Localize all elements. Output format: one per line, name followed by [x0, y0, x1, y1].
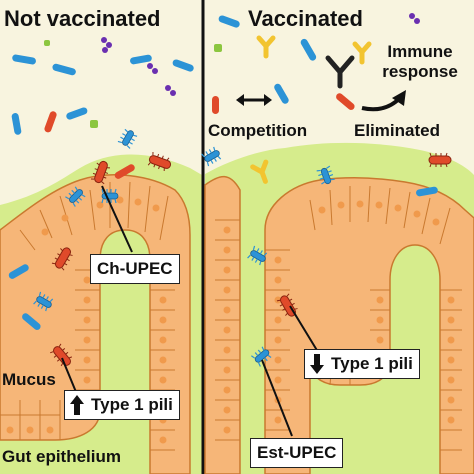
mucus-label: Mucus: [2, 370, 56, 389]
gut-epithelium-label: Gut epithelium: [2, 447, 121, 466]
type1-pili-box-right: Type 1 pili: [304, 349, 420, 379]
eliminated-label: Eliminated: [354, 121, 440, 140]
competition-label: Competition: [208, 121, 308, 140]
ch-upec-label: Ch-UPEC: [90, 254, 180, 284]
immune-response-label: Immune response: [382, 42, 458, 81]
left-bacteria-field: [8, 37, 194, 370]
ch-upec-pointer: [101, 185, 133, 253]
right-epithelium: [204, 175, 474, 474]
left-panel-title: Not vaccinated: [4, 6, 161, 31]
right-panel-title: Vaccinated: [248, 6, 363, 31]
pili-pointer-right: [289, 305, 319, 353]
est-upec-pointer: [261, 359, 293, 437]
down-arrow-icon: [310, 354, 324, 374]
pili-pointer-left: [61, 357, 77, 393]
est-upec-label: Est-UPEC: [250, 438, 344, 468]
right-bacteria-field: [200, 13, 452, 368]
immune-antibody-icon: [325, 55, 355, 89]
up-arrow-icon: [70, 395, 84, 415]
type1-pili-label-left: Type 1 pili: [91, 395, 173, 414]
eliminated-arrow-icon: [361, 90, 406, 112]
type1-pili-label-right: Type 1 pili: [331, 354, 413, 373]
double-arrow-icon: [236, 94, 272, 106]
type1-pili-box-left: Type 1 pili: [64, 390, 180, 420]
